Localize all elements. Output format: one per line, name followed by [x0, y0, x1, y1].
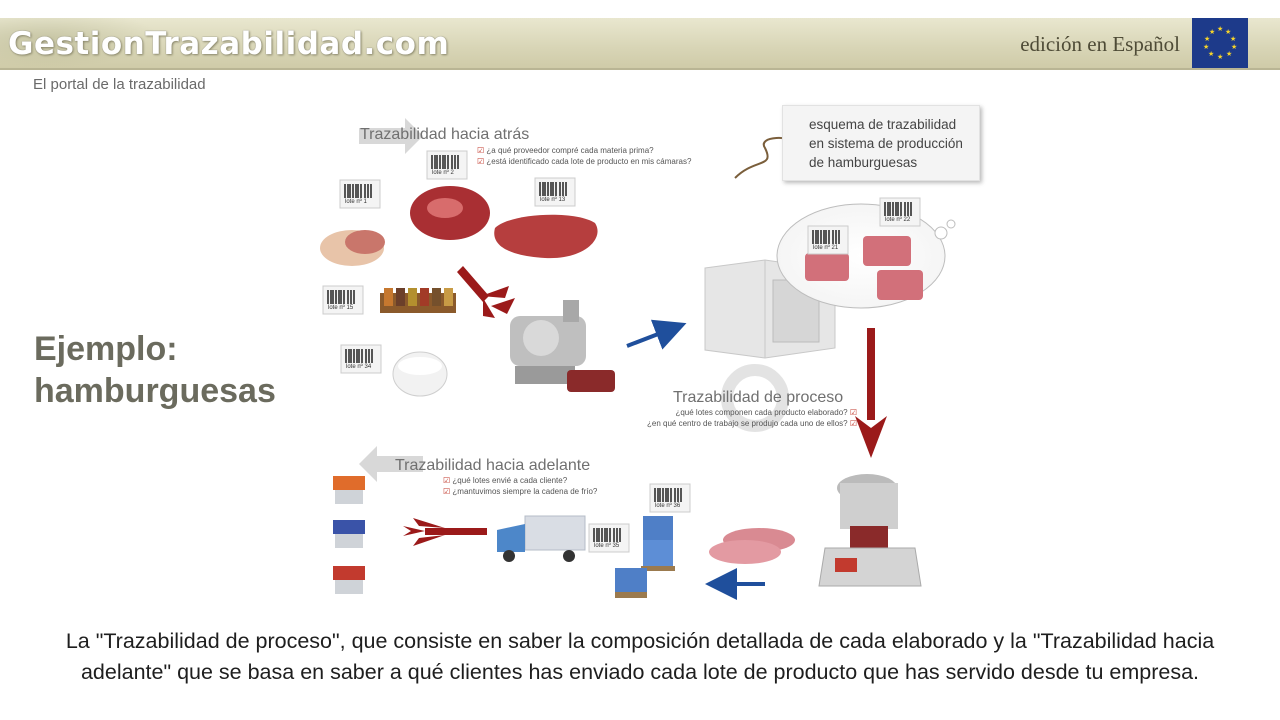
lot-label: lote nº 34 [346, 364, 372, 370]
red-split-arrow-icon [403, 518, 487, 546]
barcode-tag-icon [340, 344, 382, 374]
checkbox-icon: ☑ [477, 146, 487, 155]
salt-bowl-icon [392, 351, 448, 397]
slide-title-line1: Ejemplo: [34, 330, 178, 368]
diagram-note-card: esquema de trazabilidad en sistema de pr… [782, 105, 980, 181]
diagram-illustration [320, 118, 956, 600]
forward-question-1-text: ¿qué lotes envié a cada cliente? [452, 476, 568, 485]
process-question-2-text: ¿en qué centro de trabajo se produjo cad… [647, 419, 848, 428]
red-down-arrow-icon [855, 328, 887, 458]
backward-question-2-text: ¿está identificado cada lote de producto… [486, 157, 692, 166]
blue-arrow-icon [626, 319, 687, 350]
barcode-tag-icon [426, 150, 468, 180]
barcode-tag-icon [879, 197, 921, 227]
forward-question-1: ☑ ¿qué lotes envié a cada cliente? [443, 476, 567, 486]
header-banner: GestionTrazabilidad.com edición en Españ… [0, 18, 1280, 70]
delivery-truck-icon [497, 515, 586, 562]
spice-rack-icon [380, 288, 456, 313]
checkbox-icon: ☑ [443, 487, 453, 496]
backward-question-1: ☑ ¿a qué proveedor compré cada materia p… [477, 146, 654, 156]
site-tagline: El portal de la trazabilidad [33, 76, 206, 93]
backward-grey-arrow-icon [359, 118, 423, 154]
caption-line-2: adelante" que se basa en saber a qué cli… [80, 660, 1200, 684]
barcode-tag-icon [649, 483, 691, 513]
site-title[interactable]: GestionTrazabilidad.com [8, 26, 450, 62]
process-question-1: ¿qué lotes componen cada producto elabor… [595, 408, 857, 418]
lot-label: lote nº 2 [432, 170, 454, 176]
shop-icon [333, 566, 365, 594]
beef-steak-icon [494, 214, 598, 259]
pallet-stack-icon [641, 516, 675, 571]
barcode-tag-icon [807, 225, 849, 255]
note-line-2: en sistema de producción [809, 136, 963, 151]
barcode-tag-icon [339, 179, 381, 209]
forward-question-2-text: ¿mantuvimos siempre la cadena de frío? [452, 487, 598, 496]
checkbox-icon: ☑ [847, 419, 857, 428]
caption-line-1: La "Trazabilidad de proceso", que consis… [65, 629, 1215, 653]
slide-title-line2: hamburguesas [34, 372, 276, 410]
checkbox-icon: ☑ [443, 476, 453, 485]
lot-label: lote nº 22 [885, 217, 911, 223]
lot-label: lote nº 1 [345, 199, 367, 205]
burger-press-icon [818, 474, 922, 587]
shop-icon [333, 520, 365, 548]
lot-label: lote nº 13 [540, 197, 566, 203]
meat-mincer-icon [510, 300, 615, 392]
note-line-3: de hamburguesas [809, 155, 918, 170]
minced-meat-trays-icon [805, 236, 923, 300]
backward-question-1-text: ¿a qué proveedor compré cada materia pri… [486, 146, 654, 155]
lot-label: lote nº 21 [813, 245, 839, 251]
backward-traceability-label: Trazabilidad hacia atrás [360, 126, 530, 143]
slide-caption: La "Trazabilidad de proceso", que consis… [0, 626, 1280, 688]
beef-chunk-icon [410, 186, 490, 240]
checkbox-icon: ☑ [477, 157, 487, 166]
traceability-diagram: lote nº 1 lote nº 2 lote nº 13 lote nº 1… [295, 88, 985, 618]
lot-label: lote nº 35 [594, 543, 620, 549]
banner-leaf-decoration [0, 18, 160, 68]
barcode-tag-icon [588, 523, 630, 553]
shop-icon [333, 476, 365, 504]
backward-question-2: ☑ ¿está identificado cada lote de produc… [477, 157, 691, 167]
diagram-note-text: esquema de trazabilidad en sistema de pr… [783, 106, 979, 172]
process-traceability-label: Trazabilidad de proceso [673, 389, 844, 406]
slide-title: Ejemplo: hamburguesas [34, 328, 276, 412]
checkbox-icon: ☑ [847, 408, 857, 417]
forward-traceability-label: Trazabilidad hacia adelante [395, 457, 591, 474]
pallet-stack-icon [615, 568, 647, 598]
barcode-tag-icon [534, 177, 576, 207]
process-cycle-icon [721, 364, 789, 432]
note-line-1: esquema de trazabilidad [809, 117, 957, 132]
eu-flag-icon: ★ ★ ★ ★ ★ ★ ★ ★ ★ ★ [1192, 18, 1248, 68]
lot-label: lote nº 15 [328, 305, 354, 311]
burger-patties-icon [709, 528, 795, 564]
forward-grey-arrow-icon [359, 446, 423, 482]
forward-question-2: ☑ ¿mantuvimos siempre la cadena de frío? [443, 487, 597, 497]
process-question-1-text: ¿qué lotes componen cada producto elabor… [675, 408, 848, 417]
edition-label: edición en Español [1020, 32, 1180, 56]
process-question-2: ¿en qué centro de trabajo se produjo cad… [595, 419, 857, 429]
barcode-tag-icon [322, 285, 364, 315]
lot-label: lote nº 36 [655, 503, 681, 509]
pork-leg-icon [320, 230, 385, 266]
red-merge-arrow-icon [457, 266, 515, 318]
